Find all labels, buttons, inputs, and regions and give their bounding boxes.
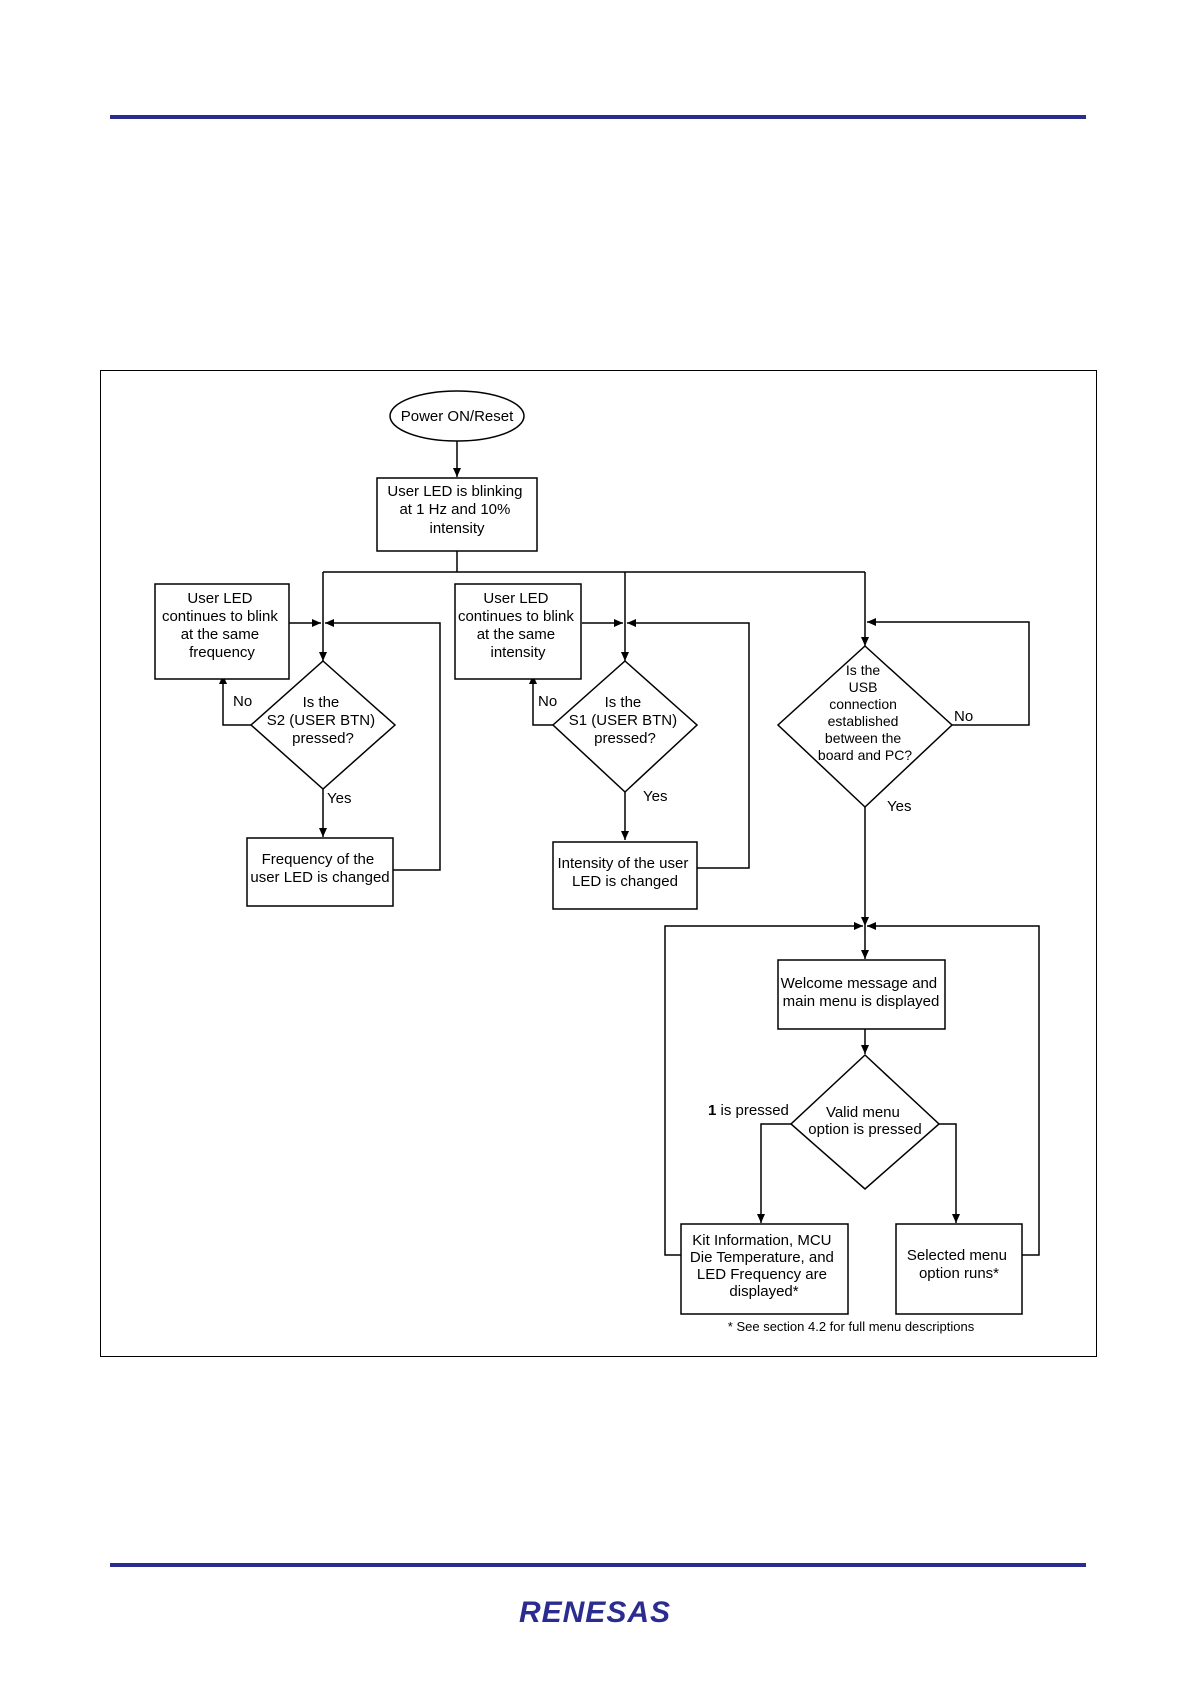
arrow-usb-no <box>867 618 1030 726</box>
arrow-int-loop <box>627 619 750 869</box>
decision-s1 <box>551 659 699 794</box>
s1-yes-label: Yes <box>643 788 667 805</box>
footer-rule <box>110 1563 1086 1567</box>
box-freq-changed <box>246 837 394 907</box>
box-blink-init <box>376 477 538 552</box>
decision-menu-label: Valid menu option is pressed <box>808 1104 921 1138</box>
box-continue-int <box>454 583 582 680</box>
connectors <box>219 436 1040 1256</box>
flowchart-diagram: Power ON/Reset User LED is blinking at 1… <box>154 390 1040 1334</box>
figure-frame: Power ON/Reset User LED is blinking at 1… <box>100 370 1097 1357</box>
s2-yes-label: Yes <box>327 790 351 807</box>
header-rule <box>110 115 1086 119</box>
shapes <box>154 390 1023 1315</box>
arrow-menu-other <box>939 1123 960 1223</box>
start-label: Power ON/Reset <box>401 408 514 425</box>
renesas-logo: RENESAS <box>519 1596 671 1629</box>
arrow-s1-no <box>529 675 553 726</box>
decision-s2 <box>249 659 397 791</box>
kit-info-label: Kit Information, MCU Die Temperature, an… <box>690 1232 838 1300</box>
arrow-s2-no <box>219 675 251 726</box>
footnote: * See section 4.2 for full menu descript… <box>728 1319 975 1334</box>
arrow-runs-loop <box>867 922 1040 1256</box>
box-int-changed <box>552 841 698 910</box>
arrow-menu-one <box>757 1123 791 1223</box>
decision-s2-label: Is the S2 (USER BTN) pressed? <box>267 694 380 747</box>
menu-runs-label: Selected menu option runs* <box>907 1247 1011 1282</box>
start-terminal <box>389 390 525 442</box>
decision-s1-label: Is the S1 (USER BTN) pressed? <box>569 694 682 747</box>
freq-changed-label: Frequency of the user LED is changed <box>250 851 389 886</box>
decision-menu <box>789 1053 941 1190</box>
blink-init-label: User LED is blinking at 1 Hz and 10% int… <box>387 483 526 537</box>
box-kit-info <box>680 1223 849 1315</box>
branch-labels: No Yes No Yes No Yes 1 is pressed * See … <box>233 693 975 1334</box>
usb-no-label: No <box>954 708 973 725</box>
continue-freq-label: User LED continues to blink at the same … <box>162 590 282 661</box>
decision-usb-label: Is the USB connection established betwee… <box>818 662 912 763</box>
box-welcome <box>777 959 946 1030</box>
int-changed-label: Intensity of the user LED is changed <box>557 855 692 890</box>
welcome-label: Welcome message and main menu is display… <box>781 975 942 1010</box>
box-continue-freq <box>154 583 290 680</box>
box-menu-runs <box>895 1223 1023 1315</box>
logo-wordmark: RENESAS <box>519 1596 671 1629</box>
menu-one-label: 1 is pressed <box>708 1102 789 1119</box>
s2-no-label: No <box>233 693 252 710</box>
continue-int-label: User LED continues to blink at the same … <box>458 590 578 661</box>
arrow-kit-loop <box>664 922 863 1256</box>
labels: Power ON/Reset User LED is blinking at 1… <box>162 408 1011 1300</box>
arrow-freq-loop <box>325 619 441 871</box>
s1-no-label: No <box>538 693 557 710</box>
decision-usb <box>776 644 954 809</box>
usb-yes-label: Yes <box>887 798 911 815</box>
